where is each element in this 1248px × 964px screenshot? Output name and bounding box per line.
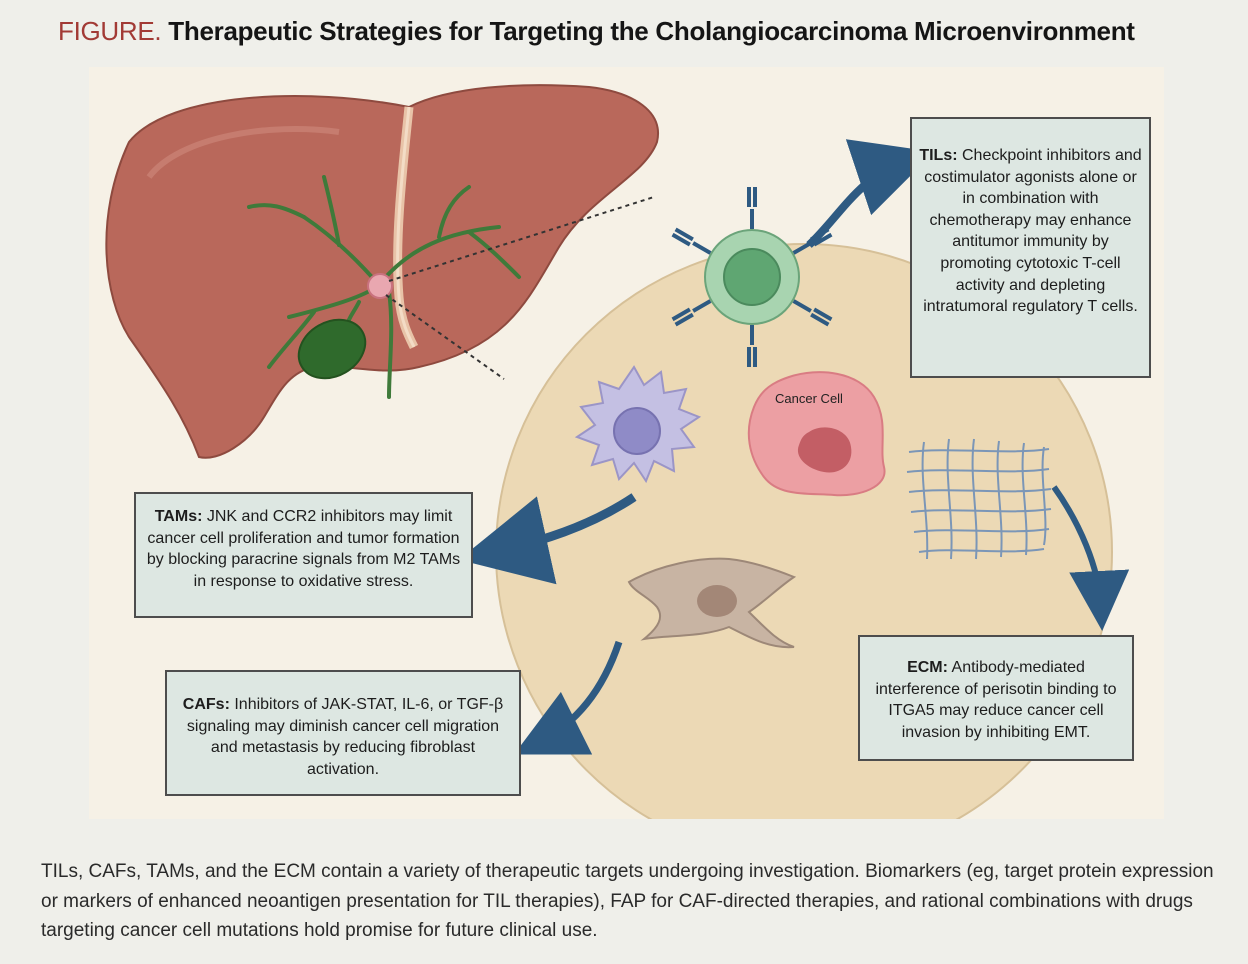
arrow-to-ecm — [1051, 485, 1130, 631]
cafs-box: CAFs: Inhibitors of JAK-STAT, IL-6, or T… — [165, 670, 521, 796]
arrow-to-tams — [458, 493, 637, 585]
liver-illustration — [105, 84, 660, 459]
antibody-icons — [671, 187, 833, 367]
arrow-to-cafs — [513, 640, 623, 755]
tams-text: JNK and CCR2 inhibitors may limit cancer… — [146, 508, 461, 590]
tils-label: TILs: — [919, 147, 958, 164]
macrophage-cell — [574, 365, 702, 484]
tumor-site — [367, 273, 393, 299]
tams-label: TAMs: — [154, 508, 203, 525]
tils-box: TILs: Checkpoint inhibitors and costimul… — [910, 117, 1151, 378]
gallbladder — [297, 318, 367, 380]
figure-caption: TILs, CAFs, TAMs, and the ECM contain a … — [41, 861, 1214, 941]
cancer-cell — [747, 371, 886, 497]
tils-text: Checkpoint inhibitors and costimulator a… — [923, 147, 1142, 316]
cafs-label: CAFs: — [182, 696, 230, 713]
ecm-label: ECM: — [907, 659, 948, 676]
arrow-to-tils — [806, 139, 935, 248]
zoom-line-upper — [388, 196, 655, 282]
figure-label: FIGURE. — [58, 16, 162, 46]
fibroblast-cell — [627, 557, 797, 649]
cafs-text: Inhibitors of JAK-STAT, IL-6, or TGF-β s… — [186, 696, 504, 778]
t-cell — [704, 229, 800, 325]
ecm-mesh — [906, 438, 1052, 560]
figure-title: FIGURE. Therapeutic Strategies for Targe… — [58, 16, 1135, 47]
zoom-line-lower — [385, 294, 505, 380]
cancer-cell-label: Cancer Cell — [775, 391, 843, 406]
tams-box: TAMs: JNK and CCR2 inhibitors may limit … — [134, 492, 473, 618]
ecm-text: Antibody-mediated interference of periso… — [875, 659, 1117, 741]
ecm-box: ECM: Antibody-mediated interference of p… — [858, 635, 1134, 761]
figure-title-text: Therapeutic Strategies for Targeting the… — [168, 16, 1135, 46]
